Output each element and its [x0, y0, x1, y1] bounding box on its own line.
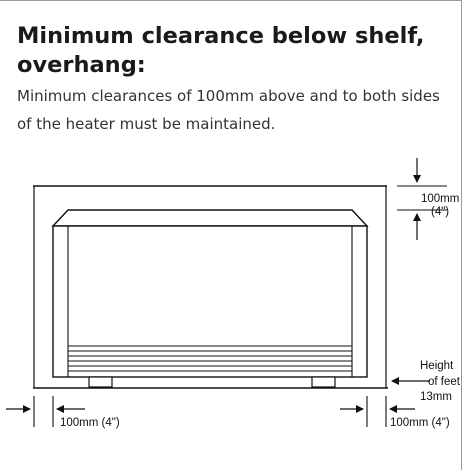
right-clearance-label: 100mm (4") — [390, 417, 450, 429]
heater-foot-left — [88, 376, 113, 388]
heater-foot-right — [311, 376, 336, 388]
top-clearance-dimension: 100mm (4") — [397, 158, 459, 240]
heater-grille — [68, 345, 352, 372]
top-clearance-in: (4") — [431, 206, 449, 218]
heater-top-bevel — [51, 209, 369, 227]
top-clearance-mm: 100mm — [421, 193, 459, 205]
heater — [51, 209, 369, 388]
feet-label-13mm: 13mm — [420, 391, 452, 403]
section-heading: Minimum clearance below shelf, overhang: — [17, 23, 425, 78]
feet-label-of-feet: of feet — [428, 376, 461, 388]
clearance-description: Minimum clearances of 100mm above and to… — [17, 87, 440, 133]
feet-label-height: Height — [420, 360, 454, 372]
left-clearance-dimension: 100mm (4") — [6, 396, 120, 429]
feet-height-dimension: Height of feet 13mm — [391, 360, 461, 403]
left-clearance-label: 100mm (4") — [60, 417, 120, 429]
right-clearance-dimension: 100mm (4") — [340, 396, 450, 429]
heater-body — [52, 225, 368, 378]
